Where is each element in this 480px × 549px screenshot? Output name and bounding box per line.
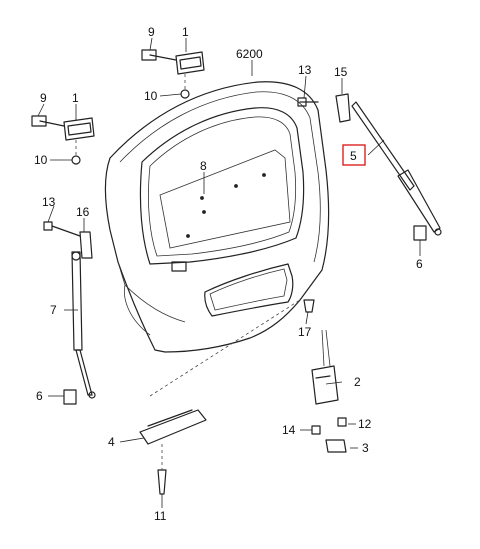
callout-3: 3 (362, 441, 369, 455)
callout-6-left: 6 (36, 389, 43, 403)
callout-9-upper: 9 (148, 25, 155, 39)
callout-17: 17 (298, 325, 312, 339)
callout-6-right: 6 (416, 257, 423, 271)
callout-1-lower: 1 (72, 91, 79, 105)
callout-labels: 1 9 10 6200 1 9 10 8 13 15 5 6 13 16 7 6… (34, 25, 423, 523)
tailgate-panel (104, 81, 330, 353)
gas-strut-left (43, 221, 96, 405)
callout-2: 2 (354, 375, 361, 389)
latch-assembly (303, 299, 347, 453)
callout-16: 16 (76, 205, 90, 219)
gas-strut-right (297, 93, 442, 241)
callout-13-right: 13 (298, 63, 312, 77)
callout-4: 4 (108, 435, 115, 449)
callout-14: 14 (282, 423, 296, 437)
callout-12: 12 (358, 417, 372, 431)
callout-6200: 6200 (236, 47, 263, 61)
callout-7: 7 (50, 303, 57, 317)
callout-9-lower: 9 (40, 91, 47, 105)
callout-5: 5 (350, 149, 357, 163)
hinge-upper (141, 49, 205, 99)
callout-8: 8 (200, 159, 207, 173)
callout-10-lower: 10 (34, 153, 48, 167)
leader-lines (37, 37, 421, 508)
callout-13-left: 13 (42, 195, 56, 209)
callout-15: 15 (334, 65, 348, 79)
callout-1-upper: 1 (182, 25, 189, 39)
tailgate-handle (139, 299, 301, 495)
highlight-box-5 (342, 144, 366, 166)
callout-10-upper: 10 (144, 89, 158, 103)
callout-11: 11 (154, 509, 167, 523)
